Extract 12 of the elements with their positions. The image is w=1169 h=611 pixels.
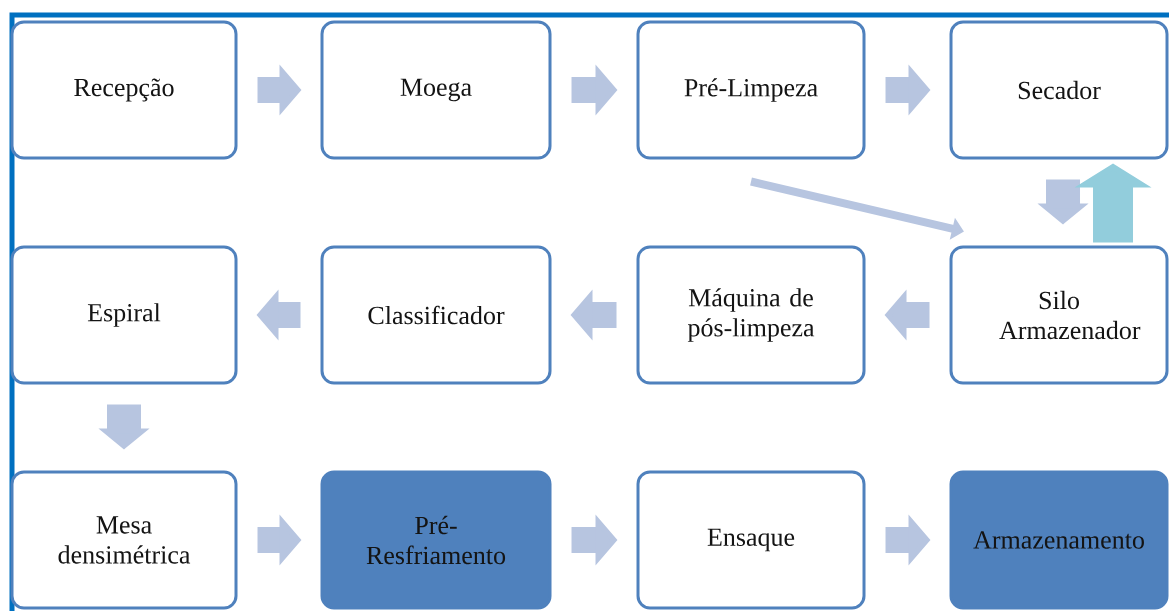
process-box: Moega — [320, 20, 552, 160]
process-box: Recepção — [10, 20, 238, 160]
process-box: Ensaque — [636, 470, 866, 610]
process-box: Armazenamento — [949, 470, 1169, 610]
process-box: Pré-Resfriamento — [320, 470, 552, 610]
process-box: Mesa densimétrica — [10, 470, 238, 610]
process-box: Espiral — [10, 245, 238, 385]
process-box: Classificador — [320, 245, 552, 385]
process-box: Máquina de pós-limpeza — [636, 245, 866, 385]
process-box: Pré-Limpeza — [636, 20, 866, 160]
process-box: Silo Armazenador — [949, 245, 1169, 385]
process-box: Secador — [949, 20, 1169, 160]
